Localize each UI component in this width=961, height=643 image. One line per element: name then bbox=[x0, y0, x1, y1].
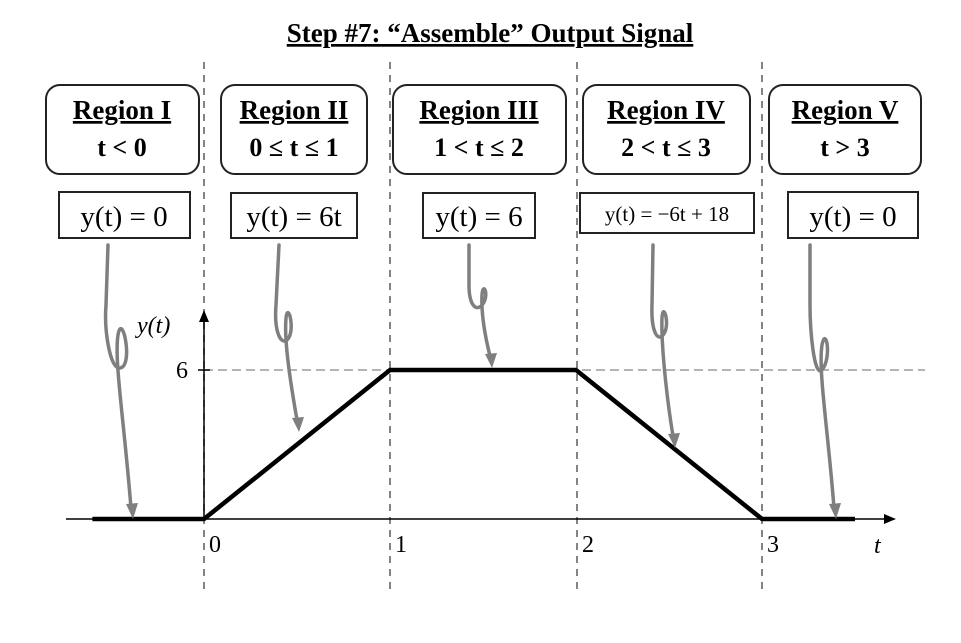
equation-box-3: y(t) = 6 bbox=[422, 192, 536, 239]
region-name: Region I bbox=[73, 95, 171, 125]
x-tick-label-0: 0 bbox=[209, 532, 221, 558]
equation-box-5: y(t) = 0 bbox=[787, 191, 919, 239]
output-signal-line bbox=[92, 367, 855, 522]
equation-box-2: y(t) = 6t bbox=[230, 192, 358, 239]
region-equations: y(t) = 0 y(t) = 6t y(t) = 6 y(t) = −6t +… bbox=[58, 191, 919, 239]
equation-box-4: y(t) = −6t + 18 bbox=[579, 192, 755, 234]
pointer-arrowhead-5 bbox=[829, 503, 841, 519]
region-headers: Region I t < 0 Region II 0 ≤ t ≤ 1 Regio… bbox=[45, 84, 922, 175]
region-header-5: Region V t > 3 bbox=[768, 84, 922, 175]
y-axis-arrowhead bbox=[199, 310, 209, 322]
axes bbox=[66, 310, 896, 524]
equation-text: y(t) = −6t + 18 bbox=[605, 202, 729, 226]
equation-text: y(t) = 6 bbox=[435, 201, 522, 233]
pointer-arrow-region-3 bbox=[467, 243, 492, 358]
region-range: 1 < t ≤ 2 bbox=[434, 133, 524, 162]
region-header-1: Region I t < 0 bbox=[45, 84, 200, 175]
region-name: Region V bbox=[792, 95, 899, 125]
region-range: 2 < t ≤ 3 bbox=[621, 133, 711, 162]
pointer-arrowhead-4 bbox=[668, 433, 680, 448]
region-range: t < 0 bbox=[97, 133, 146, 162]
diagram-title: Step #7: “Assemble” Output Signal bbox=[287, 18, 694, 48]
region-header-2: Region II 0 ≤ t ≤ 1 bbox=[220, 84, 368, 175]
pointer-arrow-region-2 bbox=[273, 243, 299, 422]
equation-text: y(t) = 6t bbox=[246, 201, 341, 233]
y-tick-label: 6 bbox=[176, 358, 188, 384]
pointer-arrowhead-3 bbox=[485, 353, 497, 368]
equation-text: y(t) = 0 bbox=[809, 201, 896, 233]
equation-text: y(t) = 0 bbox=[80, 201, 167, 233]
region-range: 0 ≤ t ≤ 1 bbox=[249, 133, 338, 162]
y-axis-label: y(t) bbox=[135, 313, 170, 339]
pointer-arrowhead-2 bbox=[292, 417, 304, 432]
region-range: t > 3 bbox=[820, 133, 869, 162]
region-name: Region III bbox=[419, 95, 538, 125]
pointer-arrow-region-5 bbox=[808, 243, 836, 510]
pointer-arrow-region-1 bbox=[103, 243, 133, 510]
region-header-4: Region IV 2 < t ≤ 3 bbox=[582, 84, 751, 175]
pointer-arrowhead-1 bbox=[126, 503, 138, 519]
region-header-3: Region III 1 < t ≤ 2 bbox=[392, 84, 567, 175]
x-tick-label-3: 3 bbox=[767, 532, 779, 558]
pointer-arrows bbox=[103, 243, 841, 519]
equation-box-1: y(t) = 0 bbox=[58, 191, 191, 239]
x-axis-arrowhead bbox=[884, 514, 896, 524]
x-tick-label-1: 1 bbox=[395, 532, 407, 558]
region-name: Region II bbox=[240, 95, 349, 125]
region-name: Region IV bbox=[607, 95, 725, 125]
x-tick-label-2: 2 bbox=[582, 532, 594, 558]
pointer-arrow-region-4 bbox=[650, 243, 675, 438]
x-axis-label: t bbox=[874, 533, 882, 559]
